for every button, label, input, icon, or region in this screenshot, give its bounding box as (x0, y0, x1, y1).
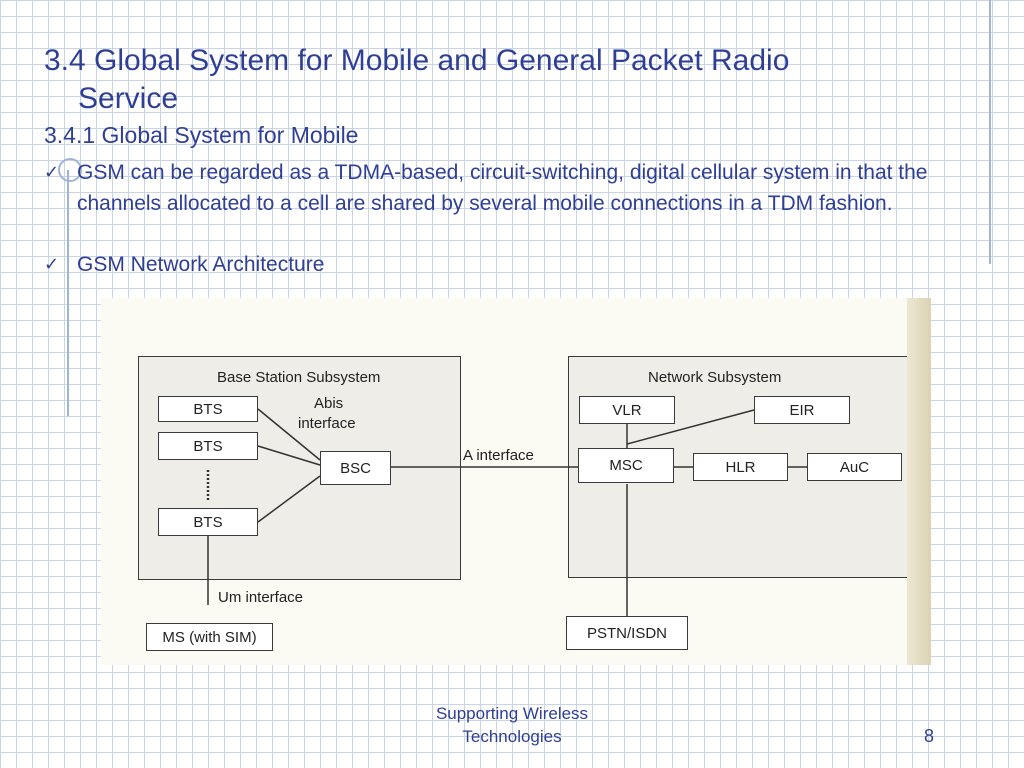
gsm-architecture-diagram: Base Station Subsystem Network Subsystem… (101, 298, 931, 665)
bullet-text: GSM can be regarded as a TDMA-based, cir… (77, 161, 928, 215)
auc-box: AuC (807, 453, 902, 481)
bss-label: Base Station Subsystem (217, 369, 381, 386)
bts1-bsc-link (257, 408, 321, 461)
base-station-subsystem-region (138, 356, 461, 580)
decorative-vertical-line-right (989, 0, 991, 264)
bts-box-3: BTS (158, 508, 258, 536)
bts3-bsc-link (257, 475, 321, 523)
abis-label-line2: interface (298, 415, 356, 432)
a-interface-label: A interface (463, 447, 534, 464)
slide-footer: Supporting Wireless Technologies (412, 702, 612, 748)
um-interface-label: Um interface (218, 589, 304, 606)
diagram-connectors (206, 408, 807, 616)
slide-title-line2: Service (78, 82, 179, 115)
eir-box: EIR (754, 396, 850, 424)
slide-title: 3.4 Global System for Mobile and General… (44, 42, 944, 118)
slide-subtitle: 3.4.1 Global System for Mobile (44, 122, 359, 148)
slide-title-line1: 3.4 Global System for Mobile and General… (44, 44, 790, 77)
bts-box-1: BTS (158, 396, 258, 422)
footer-line2: Technologies (462, 727, 562, 746)
decorative-vertical-line-left (67, 170, 69, 416)
bullet-text: GSM Network Architecture (77, 253, 325, 276)
bsc-box: BSC (320, 451, 391, 485)
hlr-box: HLR (693, 453, 788, 481)
check-icon: ✓ (44, 162, 60, 183)
bullet-gsm-architecture: ✓ GSM Network Architecture (44, 249, 944, 280)
bts-box-2: BTS (158, 432, 258, 460)
msc-box: MSC (578, 448, 674, 483)
nss-label: Network Subsystem (648, 369, 782, 386)
abis-label-line1: Abis (314, 395, 344, 412)
ms-box: MS (with SIM) (146, 623, 273, 651)
bullet-gsm-description: ✓ GSM can be regarded as a TDMA-based, c… (44, 157, 944, 219)
diagram-scan-edge (907, 298, 931, 665)
pstn-isdn-box: PSTN/ISDN (566, 616, 688, 650)
decorative-circle (58, 158, 82, 182)
page-number: 8 (924, 726, 935, 746)
footer-line1: Supporting Wireless (435, 704, 589, 723)
msc-eir-link (626, 409, 755, 445)
bts2-bsc-link (257, 445, 321, 466)
vlr-box: VLR (579, 396, 675, 424)
check-icon: ✓ (44, 254, 60, 275)
